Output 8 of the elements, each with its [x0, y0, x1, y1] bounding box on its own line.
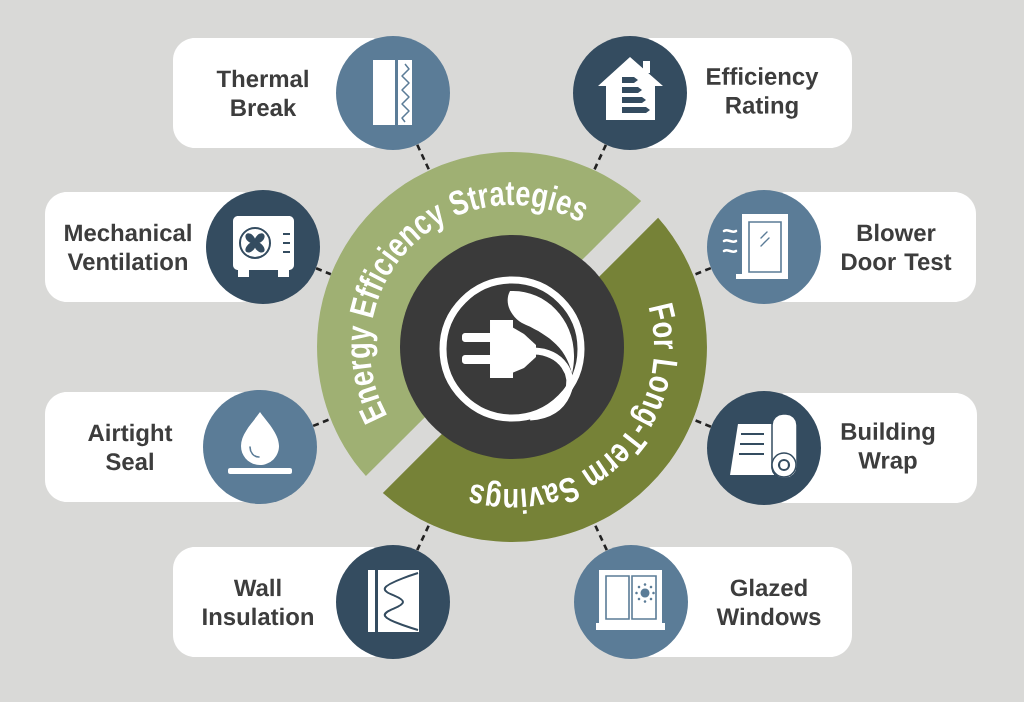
dashed-connector [692, 418, 712, 428]
dashed-connector [416, 144, 431, 171]
dashed-connector [315, 267, 332, 276]
dashed-connector [692, 266, 712, 277]
dashed-connector [593, 523, 608, 551]
dashed-connector [312, 417, 332, 428]
dashed-connector [593, 144, 608, 171]
dashed-connector [416, 523, 431, 551]
